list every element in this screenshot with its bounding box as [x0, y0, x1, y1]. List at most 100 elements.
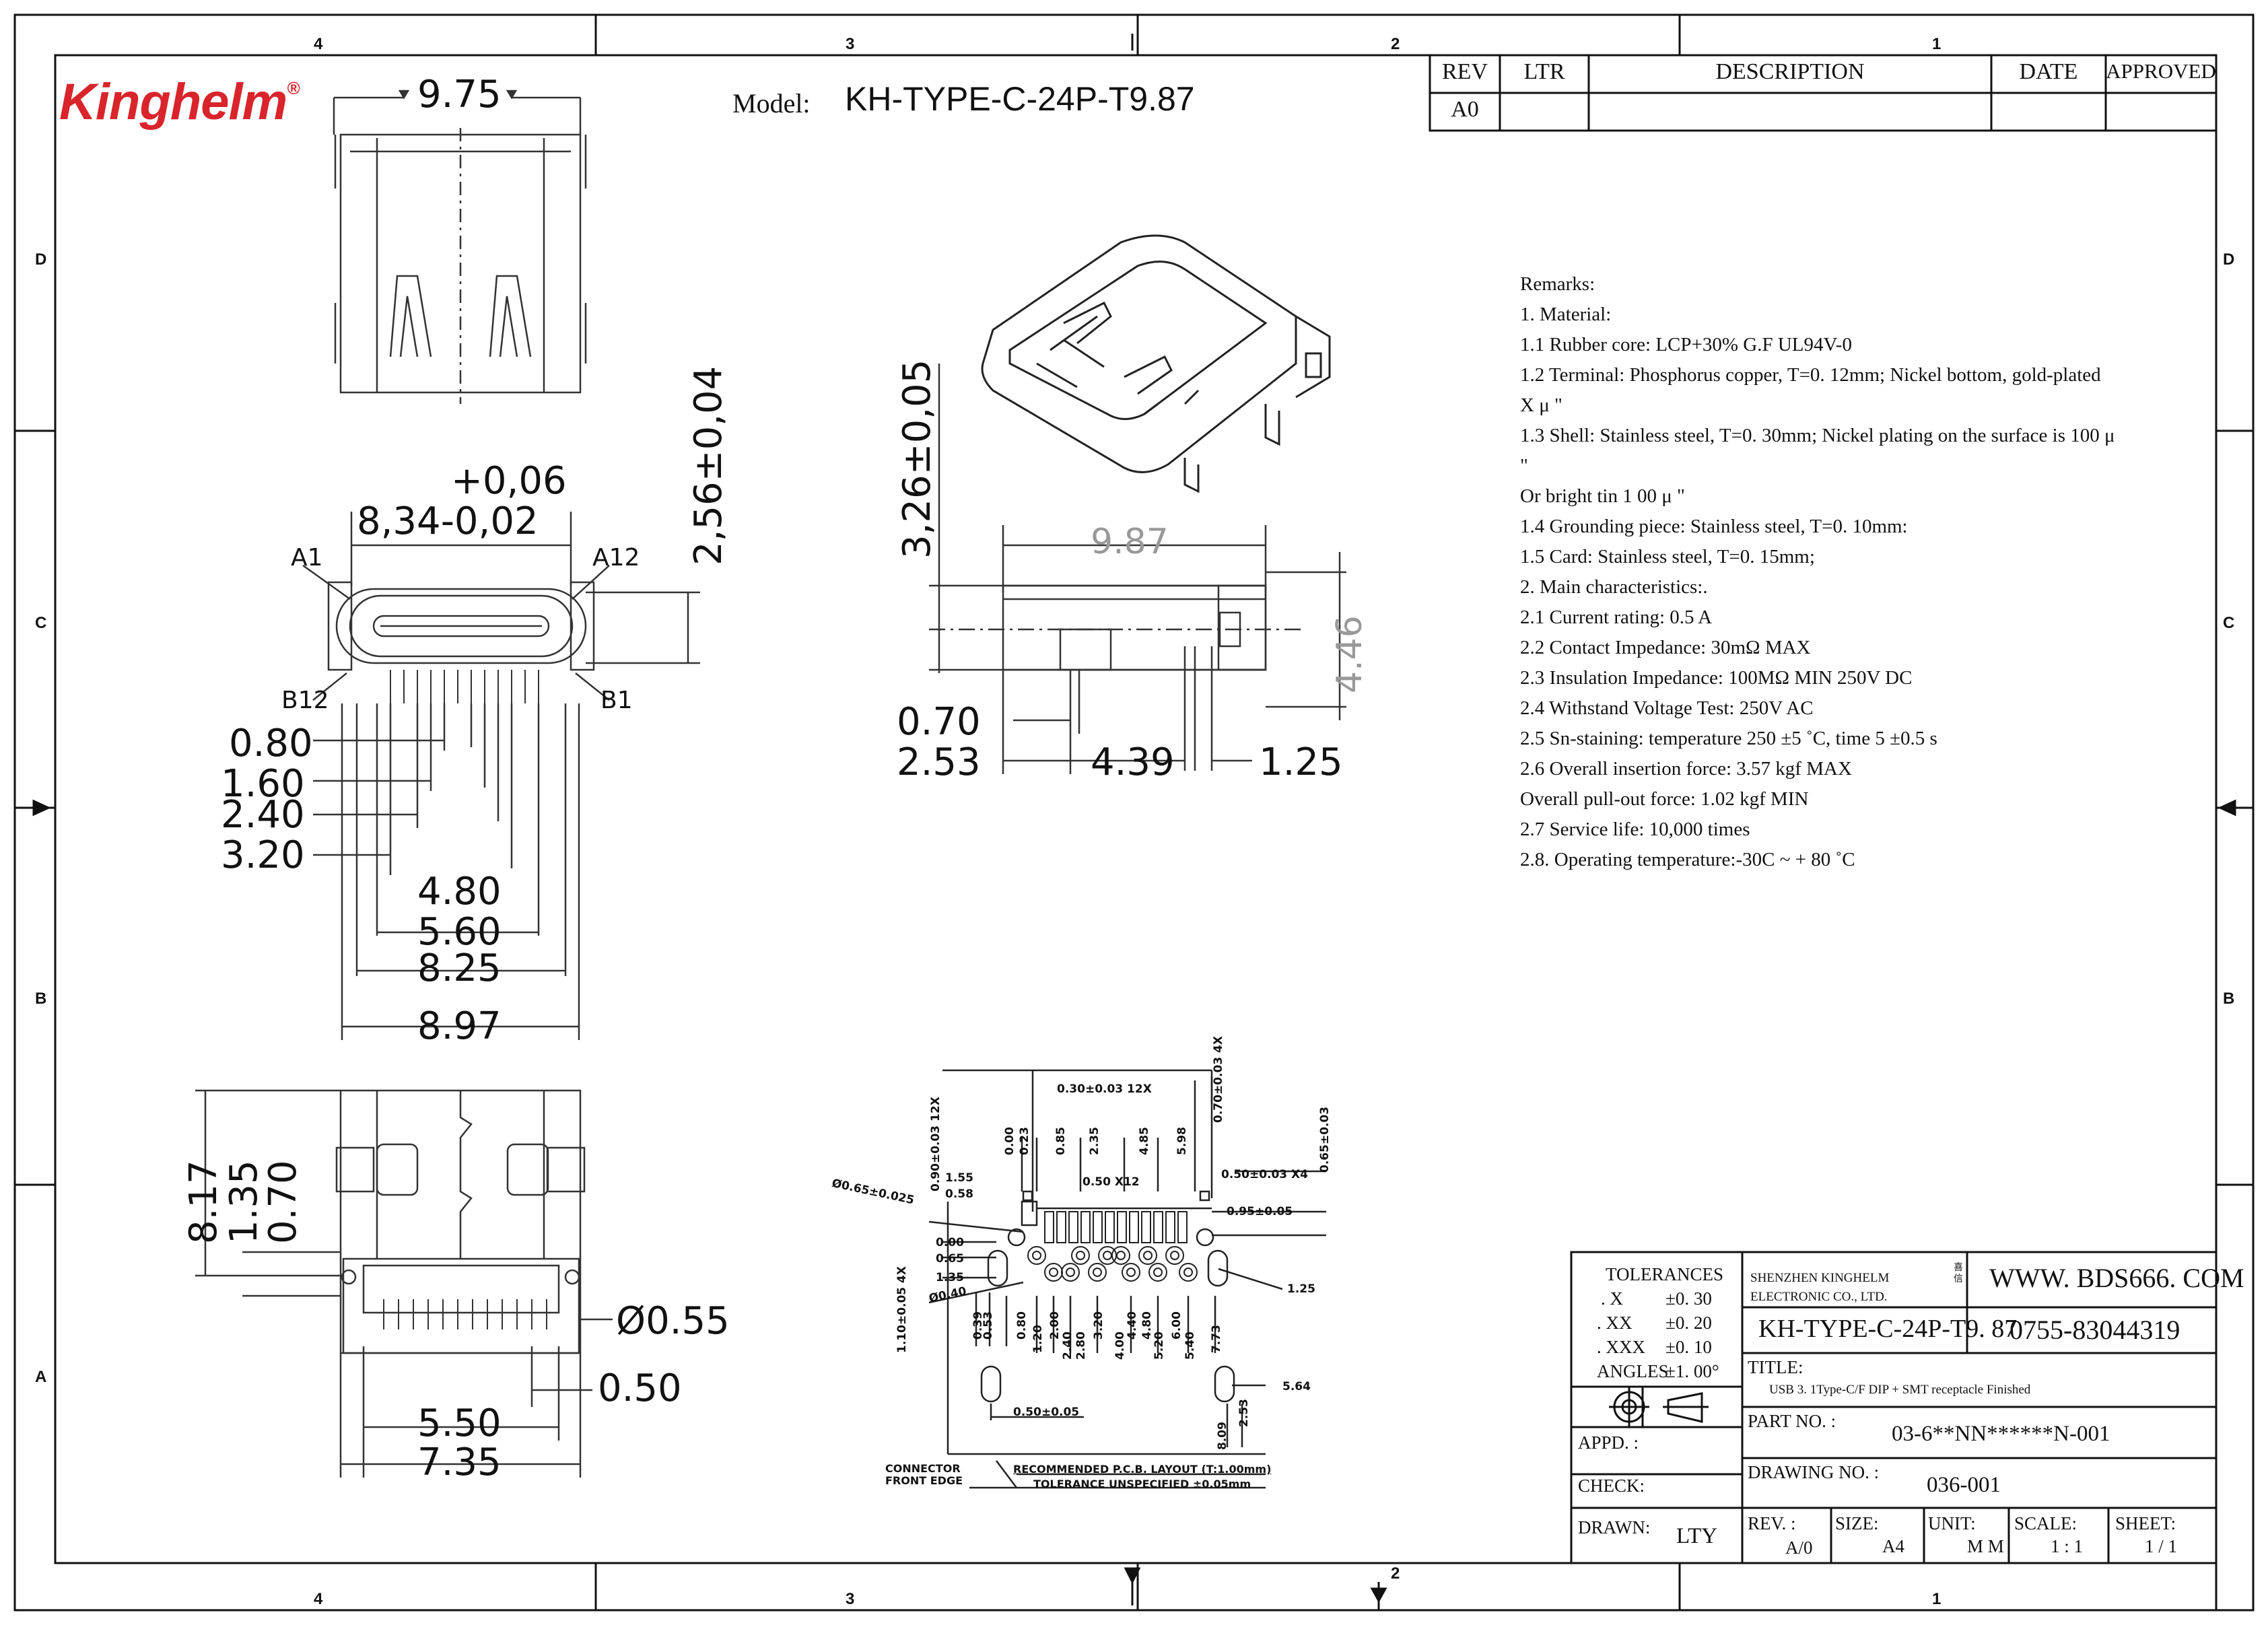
zone-row-d-left: D	[35, 250, 47, 269]
drawn-value: LTY	[1676, 1524, 1718, 1548]
pcb-bottom-col-10: 4.80	[1140, 1311, 1154, 1340]
logo-registered-mark: ®	[287, 78, 300, 98]
zone-row-c-right: C	[2223, 614, 2235, 632]
title-value: USB 3. 1Type-C/F DIP + SMT receptacle Fi…	[1769, 1383, 2031, 1397]
dim-bottom-070: 0.70	[261, 1160, 305, 1244]
tol-val-x: ±0. 30	[1665, 1288, 1712, 1309]
dim-side-height: 3,26±0,05	[895, 359, 939, 559]
sheet-label: SHEET:	[2115, 1513, 2176, 1533]
dim-front-width: 8,34-0,02	[357, 499, 539, 543]
part-label: PART NO. :	[1748, 1411, 1836, 1431]
pcb-bottom-col-12: 6.00	[1170, 1311, 1183, 1340]
pcb-connector-edge: CONNECTOR FRONT EDGE	[885, 1462, 963, 1487]
pcb-top-col-3: 2.35	[1088, 1127, 1101, 1155]
remarks-line: 2.5 Sn-staining: temperature 250 ±5 ˚C, …	[1520, 728, 1937, 749]
pcb-dim-253: 2.53	[1237, 1399, 1251, 1427]
zone-row-d-right: D	[2223, 250, 2235, 269]
pcb-top-col-4: 4.85	[1138, 1127, 1151, 1155]
remarks-line: 2.4 Withstand Voltage Test: 250V AC	[1520, 697, 1814, 719]
dim-side-125: 1.25	[1259, 740, 1343, 784]
rev-value: A0	[1451, 97, 1479, 122]
zone-col-2-bottom: 2	[1391, 1564, 1400, 1583]
zone-col-1-top: 1	[1932, 35, 1941, 53]
dim-pitch-080: 0.80	[229, 722, 313, 765]
pcb-dim-050: 0.50±0.05	[1013, 1406, 1080, 1419]
pcb-bottom-col-11: 5.20	[1153, 1332, 1166, 1360]
description-header: DESCRIPTION	[1715, 59, 1865, 84]
model-label: Model:	[732, 88, 811, 118]
pin-label-a1: A1	[291, 544, 323, 572]
pcb-left-vert: 0.90±0.03 12X	[929, 1097, 942, 1191]
unit-value: M M	[1967, 1536, 2004, 1556]
pcb-dim-155: 1.55	[945, 1171, 973, 1185]
drawing-value: 036-001	[1927, 1473, 2001, 1497]
scale-label: SCALE:	[2014, 1513, 2077, 1533]
appd-label: APPD. :	[1578, 1432, 1639, 1453]
zone-col-4-bottom: 4	[314, 1590, 323, 1608]
remarks-block: Remarks: 1. Material: 1.1 Rubber core: L…	[1520, 269, 2166, 875]
pcb-bottom-col-3: 1.20	[1031, 1325, 1045, 1353]
dim-bottom-050: 0.50	[598, 1367, 682, 1410]
remarks-line: Or bright tin 1 00 μ "	[1520, 485, 1685, 507]
dim-pitch-897: 8.97	[417, 1004, 502, 1048]
pcb-dim-135: 1.35	[936, 1271, 964, 1284]
rev-field-value: A/0	[1785, 1537, 1813, 1558]
pcb-bottom-col-2: 0.80	[1015, 1311, 1029, 1340]
pcb-dim-065: 0.65	[936, 1252, 964, 1266]
zone-row-c-left: C	[35, 614, 47, 632]
drawn-label: DRAWN:	[1578, 1517, 1651, 1537]
dim-bottom-550: 5.50	[417, 1402, 502, 1445]
tol-key-xx: . XX	[1597, 1313, 1633, 1333]
remarks-line: 1.1 Rubber core: LCP+30% G.F UL94V-0	[1520, 334, 1852, 355]
tol-key-xxx: . XXX	[1597, 1337, 1645, 1357]
tol-key-angles: ANGLES	[1597, 1361, 1669, 1381]
pcb-dim-000: 0.00	[936, 1236, 964, 1249]
pcb-top-pitch: 0.30±0.03 12X	[1057, 1082, 1152, 1096]
tolerances-label: TOLERANCES	[1606, 1264, 1724, 1284]
kinghelm-logo: Kinghelm®	[59, 73, 300, 131]
zone-col-3-top: 3	[846, 35, 855, 53]
dim-bottom-817: 8.17	[182, 1160, 226, 1244]
dim-bottom-diameter: Ø0.55	[616, 1299, 730, 1343]
pcb-bottom-col-7: 3.20	[1092, 1311, 1105, 1340]
size-value: A4	[1882, 1536, 1904, 1556]
dim-pitch-560: 5.60	[417, 910, 502, 954]
pcb-far-right-vert: 0.65±0.03	[1318, 1106, 1332, 1173]
model-value: KH-TYPE-C-24P-T9.87	[845, 80, 1195, 118]
ltr-header: LTR	[1523, 59, 1565, 84]
dim-front-height: 2,56±0,04	[687, 366, 730, 565]
remarks-line: Overall pull-out force: 1.02 kgf MIN	[1520, 788, 1809, 810]
dim-side-width: 9.87	[1091, 522, 1169, 562]
dim-side-253: 2.53	[897, 740, 981, 784]
unit-label: UNIT:	[1928, 1513, 1976, 1533]
drawing-label: DRAWING NO. :	[1748, 1462, 1880, 1482]
remarks-line: 2.2 Contact Impedance: 30mΩ MAX	[1520, 637, 1811, 658]
remarks-line: 2.1 Current rating: 0.5 A	[1520, 607, 1713, 628]
remarks-line: Remarks:	[1520, 273, 1595, 295]
company-line2: ELECTRONIC CO., LTD.	[1750, 1290, 1888, 1304]
company-mark: 喜 信	[1954, 1263, 1963, 1284]
title-block-model: KH-TYPE-C-24P-T9. 87	[1758, 1315, 2018, 1343]
remarks-line: 2. Main characteristics:.	[1520, 576, 1708, 598]
pcb-top-col-0: 0.00	[1003, 1127, 1017, 1155]
pcb-dim-050x12: 0.50 X12	[1083, 1175, 1140, 1189]
size-label: SIZE:	[1835, 1513, 1879, 1533]
remarks-line: 1.5 Card: Stainless steel, T=0. 15mm;	[1520, 546, 1815, 567]
pcb-layout-note: RECOMMENDED P.C.B. LAYOUT (T:1.00mm)	[1013, 1463, 1272, 1476]
phone: 0755-83044319	[2009, 1315, 2180, 1345]
pcb-dim-050x4: 0.50±0.03 X4	[1221, 1168, 1308, 1181]
dim-front-tol-plus: +0,06	[451, 459, 567, 503]
remarks-line: "	[1520, 455, 1528, 477]
pcb-dim-564: 5.64	[1282, 1380, 1311, 1393]
pcb-dim-058: 0.58	[945, 1187, 973, 1201]
dim-pitch-240: 2.40	[221, 793, 305, 837]
zone-col-2-top: 2	[1391, 35, 1400, 53]
pcb-bottom-col-6: 2.80	[1074, 1332, 1088, 1360]
title-label: TITLE:	[1748, 1357, 1803, 1377]
pcb-right-vert: 0.70±0.03 4X	[1212, 1036, 1225, 1123]
approved-header: APPROVED	[2106, 59, 2216, 83]
tol-val-angles: ±1. 00°	[1665, 1361, 1719, 1381]
dim-side-446: 4.46	[1330, 615, 1370, 693]
dim-pitch-320: 3.20	[221, 833, 305, 877]
zone-col-3-bottom: 3	[846, 1590, 855, 1608]
